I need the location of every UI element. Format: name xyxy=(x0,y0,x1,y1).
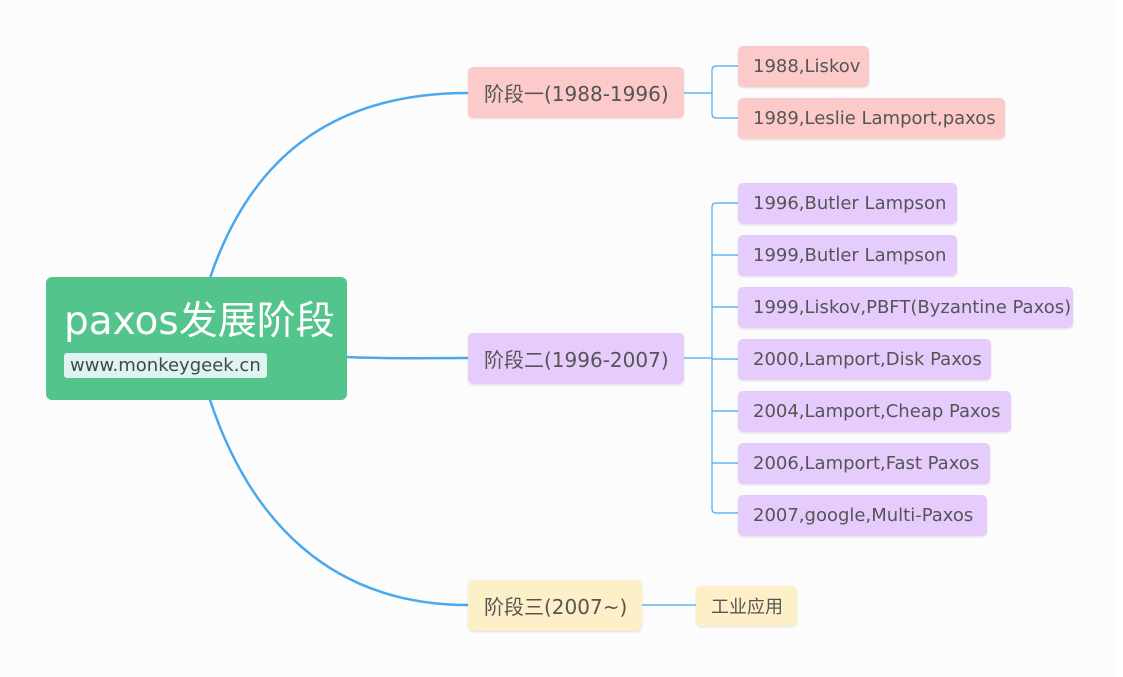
stage1-bracket xyxy=(684,65,738,119)
root-to-stage1-connector xyxy=(208,91,470,280)
stage1-topic[interactable]: 阶段一(1988-1996) xyxy=(468,67,684,118)
stage2-item-label: 1996,Butler Lampson xyxy=(753,193,947,214)
stage2-item[interactable]: 1999,Liskov,PBFT(Byzantine Paxos) xyxy=(738,287,1073,328)
root-topic[interactable]: paxos发展阶段 www.monkeygeek.cn xyxy=(46,277,347,400)
root-title: paxos发展阶段 xyxy=(64,299,335,344)
stage2-item-label: 2004,Lamport,Cheap Paxos xyxy=(753,401,1001,422)
stage1-item[interactable]: 1988,Liskov xyxy=(738,46,869,87)
stage2-bracket xyxy=(684,202,738,514)
stage2-item[interactable]: 2007,google,Multi-Paxos xyxy=(738,495,987,536)
stage3-item[interactable]: 工业应用 xyxy=(696,586,797,626)
stage2-topic[interactable]: 阶段二(1996-2007) xyxy=(468,333,684,384)
stage1-label: 阶段一(1988-1996) xyxy=(484,82,669,106)
stage2-item[interactable]: 2006,Lamport,Fast Paxos xyxy=(738,443,990,484)
stage3-item-label: 工业应用 xyxy=(711,597,783,618)
stage2-item-label: 1999,Liskov,PBFT(Byzantine Paxos) xyxy=(753,297,1072,318)
stage2-item[interactable]: 2000,Lamport,Disk Paxos xyxy=(738,339,991,380)
stage3-label: 阶段三(2007~) xyxy=(484,595,628,619)
stage1-item-label: 1988,Liskov xyxy=(753,56,861,77)
stage3-topic[interactable]: 阶段三(2007~) xyxy=(468,580,642,631)
stage2-item-label: 2006,Lamport,Fast Paxos xyxy=(753,453,980,474)
stage2-item-label: 1999,Butler Lampson xyxy=(753,245,947,266)
stage1-item-label: 1989,Leslie Lamport,paxos xyxy=(753,108,996,129)
root-url-label: www.monkeygeek.cn xyxy=(64,353,267,378)
stage2-item[interactable]: 1999,Butler Lampson xyxy=(738,235,957,276)
stage2-label: 阶段二(1996-2007) xyxy=(484,348,669,372)
root-to-stage3-connector xyxy=(208,398,470,607)
stage2-item[interactable]: 1996,Butler Lampson xyxy=(738,183,957,224)
stage2-item[interactable]: 2004,Lamport,Cheap Paxos xyxy=(738,391,1011,432)
stage1-item[interactable]: 1989,Leslie Lamport,paxos xyxy=(738,98,1005,139)
stage2-item-label: 2000,Lamport,Disk Paxos xyxy=(753,349,982,370)
stage2-item-label: 2007,google,Multi-Paxos xyxy=(753,505,974,526)
root-to-stage2-connector xyxy=(345,355,470,360)
